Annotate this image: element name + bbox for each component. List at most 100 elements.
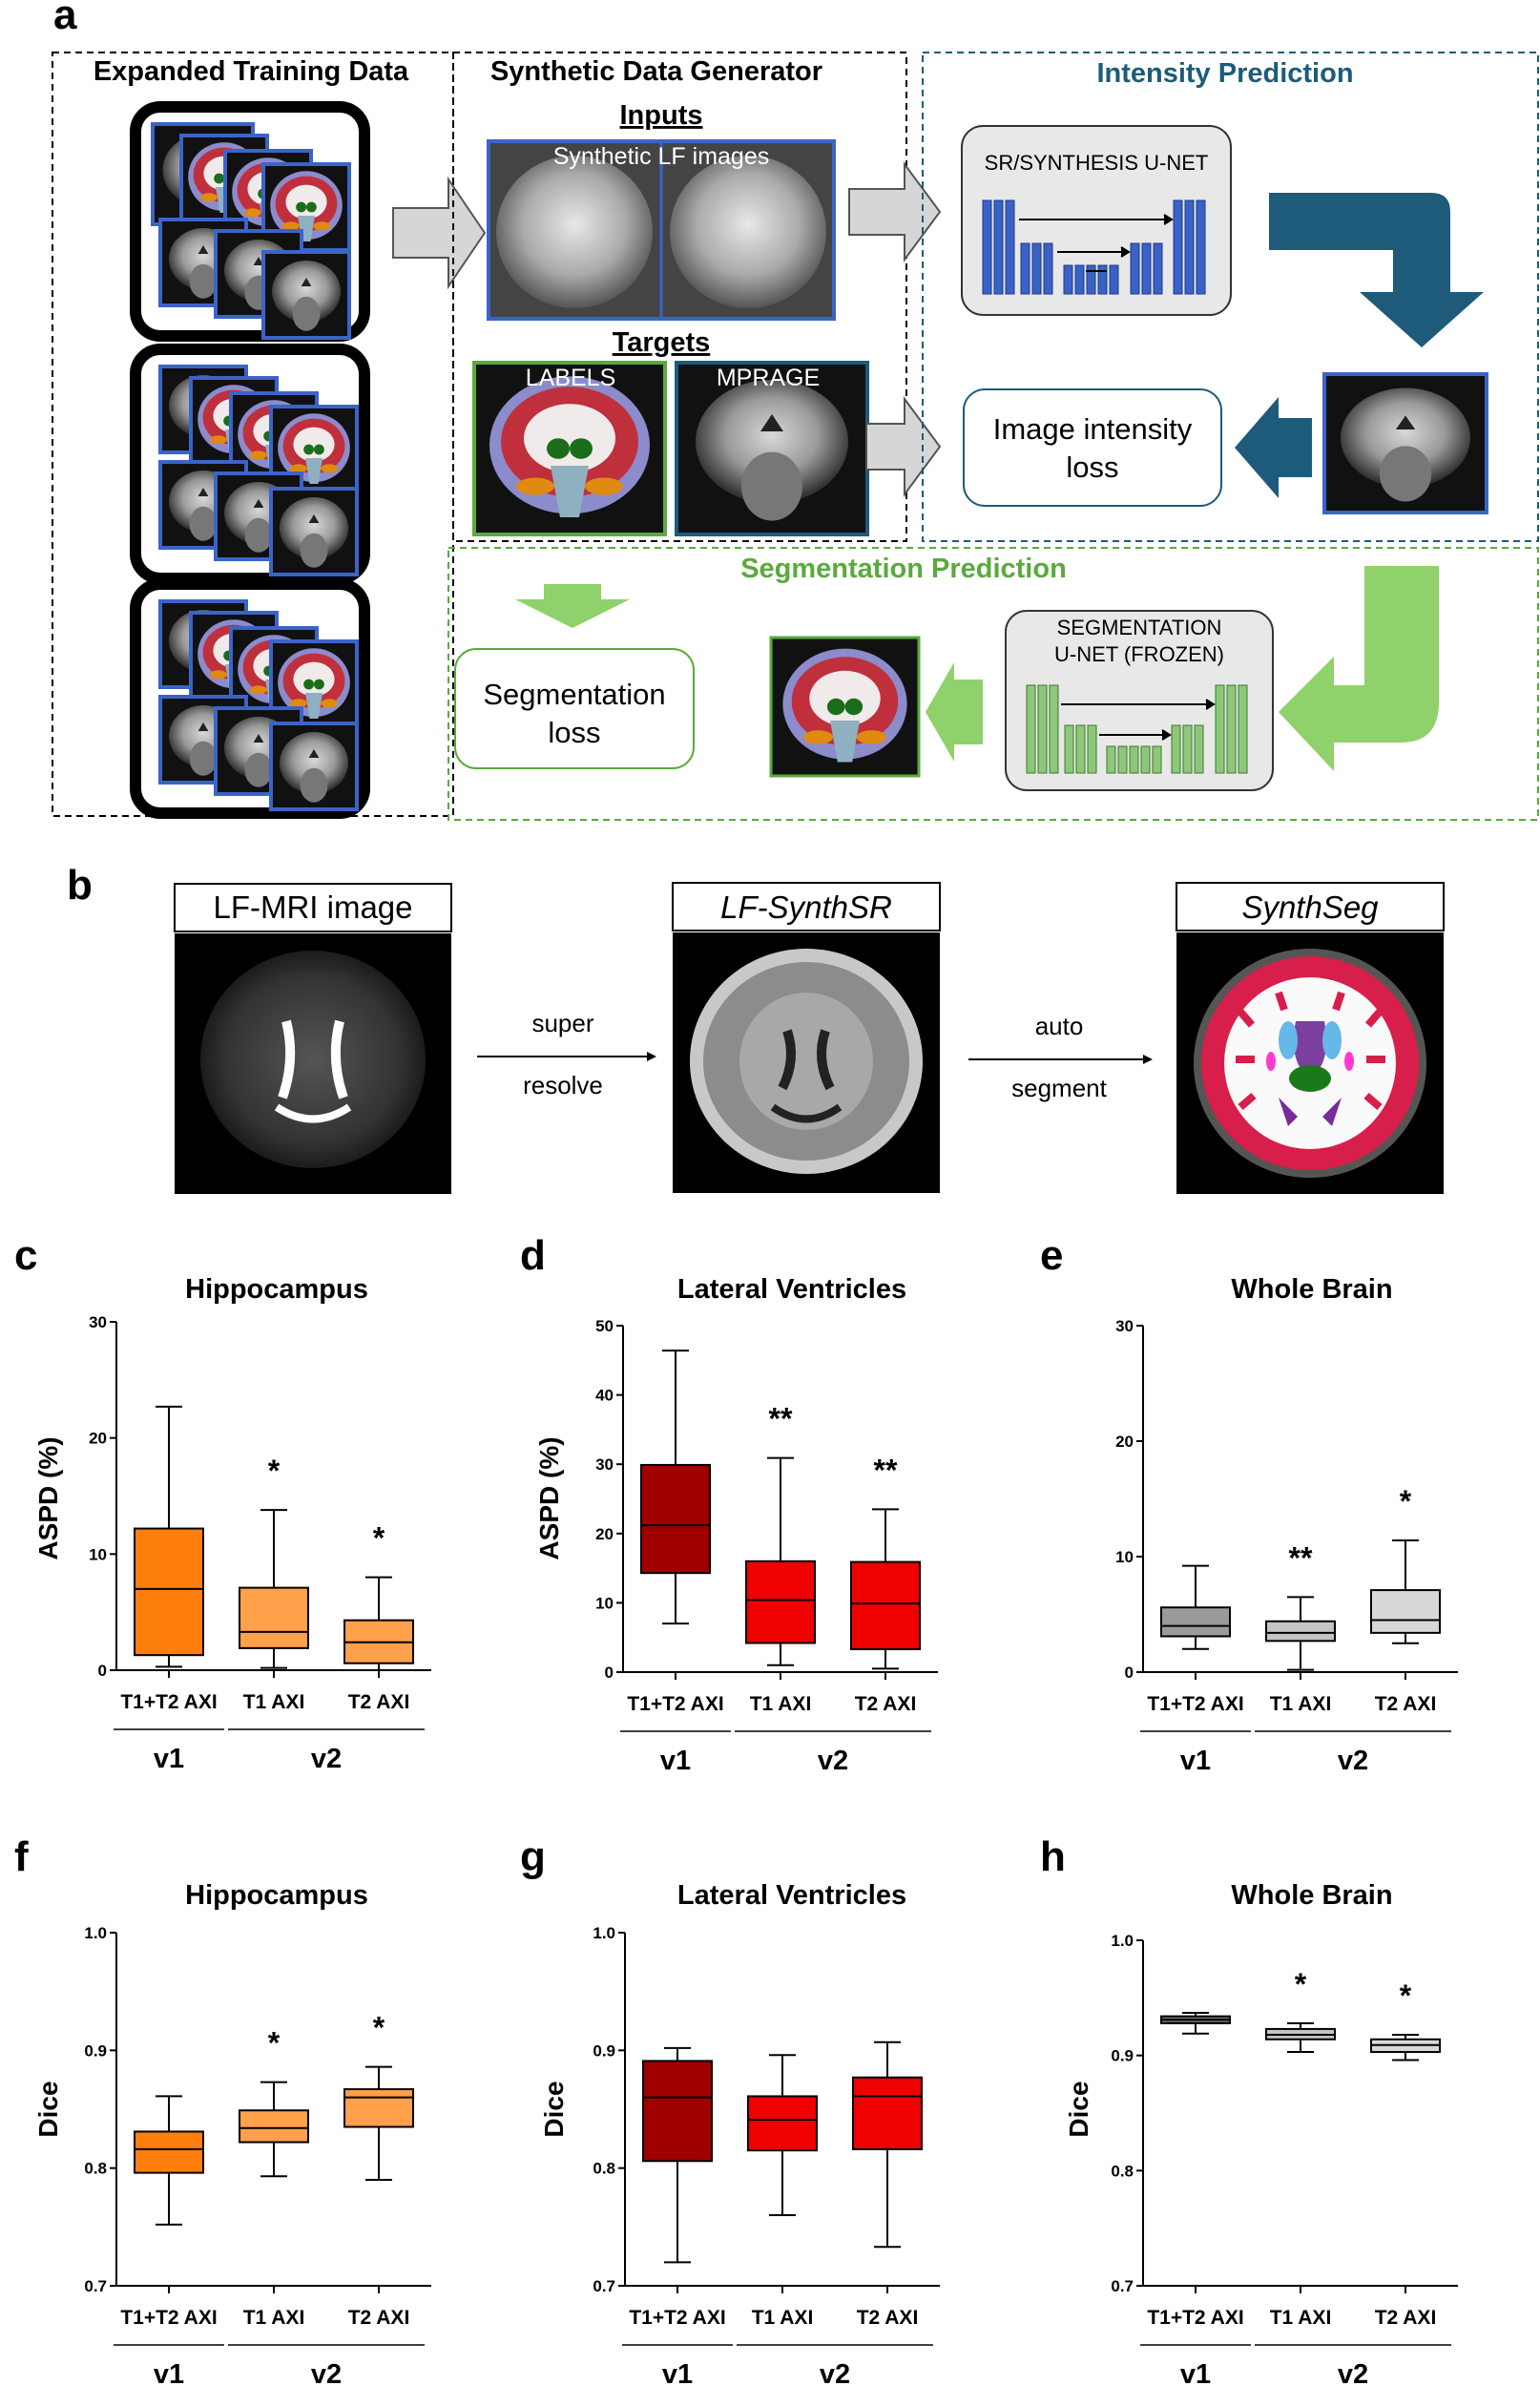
y-tick-label: 0 <box>605 1664 614 1682</box>
group-label: v1 <box>1180 1746 1211 1776</box>
group-label: v2 <box>311 1744 342 1774</box>
svg-text:Intensity Prediction: Intensity Prediction <box>1096 58 1353 89</box>
significance-marker: ** <box>874 1453 898 1487</box>
x-tick-label: T1+T2 AXI <box>120 1691 217 1713</box>
svg-text:SynthSeg: SynthSeg <box>1241 890 1379 925</box>
y-axis-label: Dice <box>1064 2081 1093 2137</box>
y-tick-label: 0 <box>98 1662 107 1680</box>
x-tick-label: T1+T2 AXI <box>627 1693 723 1715</box>
y-tick-label: 40 <box>595 1387 614 1405</box>
y-axis-label: ASPD (%) <box>33 1436 63 1559</box>
x-tick-label: T2 AXI <box>857 2307 919 2329</box>
x-tick-label: T2 AXI <box>1375 2307 1437 2329</box>
svg-text:loss: loss <box>1066 450 1118 484</box>
significance-marker: * <box>268 1454 281 1488</box>
training-stack <box>130 344 370 584</box>
box-iqr <box>852 2076 923 2150</box>
x-tick-label: T2 AXI <box>348 2307 410 2329</box>
box-iqr <box>642 2060 713 2163</box>
y-axis-label: Dice <box>33 2081 63 2137</box>
group-label: v2 <box>1338 1746 1368 1776</box>
significance-marker: * <box>1400 1484 1412 1518</box>
svg-text:segment: segment <box>1011 1074 1107 1102</box>
chart-title: Hippocampus <box>185 1880 368 1911</box>
svg-text:LABELS: LABELS <box>526 365 616 391</box>
panel-label-d: d <box>520 1232 546 1279</box>
group-label: v2 <box>311 2359 342 2386</box>
group-label: v2 <box>820 2359 850 2386</box>
svg-text:super: super <box>531 1009 593 1037</box>
x-tick-label: T1+T2 AXI <box>629 2307 725 2329</box>
x-tick-label: T1 AXI <box>243 2307 305 2329</box>
box-iqr <box>747 2095 818 2152</box>
significance-marker: * <box>373 2011 385 2045</box>
svg-text:Segmentation: Segmentation <box>483 678 665 711</box>
y-tick-label: 30 <box>89 1313 107 1331</box>
svg-text:U-NET (FROZEN): U-NET (FROZEN) <box>1054 642 1224 666</box>
y-tick-label: 10 <box>89 1545 107 1563</box>
box-iqr <box>134 2130 204 2174</box>
y-tick-label: 0.7 <box>1111 2277 1134 2295</box>
y-tick-label: 0.7 <box>593 2277 615 2295</box>
x-tick-label: T1 AXI <box>1270 1693 1332 1715</box>
y-tick-label: 0.7 <box>84 2277 107 2295</box>
svg-text:Segmentation Prediction: Segmentation Prediction <box>740 554 1067 584</box>
y-tick-label: 30 <box>1115 1317 1134 1335</box>
x-tick-label: T2 AXI <box>348 1691 410 1713</box>
box-iqr <box>134 1527 204 1657</box>
y-tick-label: 1.0 <box>1111 1932 1134 1950</box>
svg-text:auto: auto <box>1035 1012 1084 1040</box>
chart-title: Hippocampus <box>185 1274 368 1305</box>
y-tick-label: 0.8 <box>593 2160 615 2178</box>
y-axis-label: Dice <box>539 2081 569 2137</box>
svg-text:SEGMENTATION: SEGMENTATION <box>1057 616 1222 639</box>
box-iqr <box>343 2088 414 2128</box>
y-tick-label: 10 <box>595 1594 614 1612</box>
y-tick-label: 0.9 <box>593 2041 615 2060</box>
training-stack <box>130 578 370 819</box>
y-tick-label: 0.8 <box>1111 2162 1134 2180</box>
svg-text:loss: loss <box>548 716 600 749</box>
y-tick-label: 1.0 <box>593 1924 615 1942</box>
group-label: v1 <box>662 2359 693 2386</box>
x-tick-label: T1 AXI <box>752 2307 814 2329</box>
box-iqr <box>239 2109 309 2144</box>
x-tick-label: T1 AXI <box>1270 2307 1332 2329</box>
x-tick-label: T1+T2 AXI <box>1147 1693 1243 1715</box>
svg-text:resolve: resolve <box>523 1071 603 1099</box>
svg-text:Synthetic Data Generator: Synthetic Data Generator <box>490 56 822 87</box>
box-iqr <box>850 1560 921 1651</box>
x-tick-label: T1 AXI <box>750 1693 812 1715</box>
panel-label-a: a <box>53 0 77 38</box>
y-tick-label: 1.0 <box>84 1924 107 1942</box>
significance-marker: * <box>268 2026 281 2061</box>
significance-marker: ** <box>769 1402 793 1436</box>
group-label: v1 <box>1180 2359 1211 2386</box>
figure-top: a Expanded Training Data Syntheti <box>52 0 1539 1194</box>
svg-text:Image intensity: Image intensity <box>993 412 1193 446</box>
svg-text:MPRAGE: MPRAGE <box>717 365 820 391</box>
group-label: v2 <box>818 1746 848 1776</box>
training-stack <box>130 101 370 342</box>
chart-title: Whole Brain <box>1231 1880 1392 1911</box>
svg-text:Inputs: Inputs <box>620 100 703 131</box>
chart-title: Lateral Ventricles <box>677 1880 906 1911</box>
panel-label-f: f <box>14 1833 29 1880</box>
y-axis-label: ASPD (%) <box>534 1436 564 1559</box>
x-tick-label: T1+T2 AXI <box>120 2307 217 2329</box>
y-tick-label: 20 <box>89 1430 107 1448</box>
x-tick-label: T1 AXI <box>243 1691 305 1713</box>
box-iqr <box>745 1559 816 1644</box>
significance-marker: * <box>1400 1978 1412 2013</box>
svg-text:Targets: Targets <box>613 327 711 358</box>
x-tick-label: T1+T2 AXI <box>1147 2307 1243 2329</box>
group-label: v1 <box>154 2359 184 2386</box>
panel-label-g: g <box>520 1833 546 1880</box>
group-label: v2 <box>1338 2359 1368 2386</box>
y-tick-label: 50 <box>595 1317 614 1335</box>
panel-label-e: e <box>1040 1232 1063 1279</box>
svg-text:Synthetic LF images: Synthetic LF images <box>553 143 770 170</box>
group-label: v1 <box>660 1746 691 1776</box>
significance-marker: * <box>1295 1967 1307 2001</box>
